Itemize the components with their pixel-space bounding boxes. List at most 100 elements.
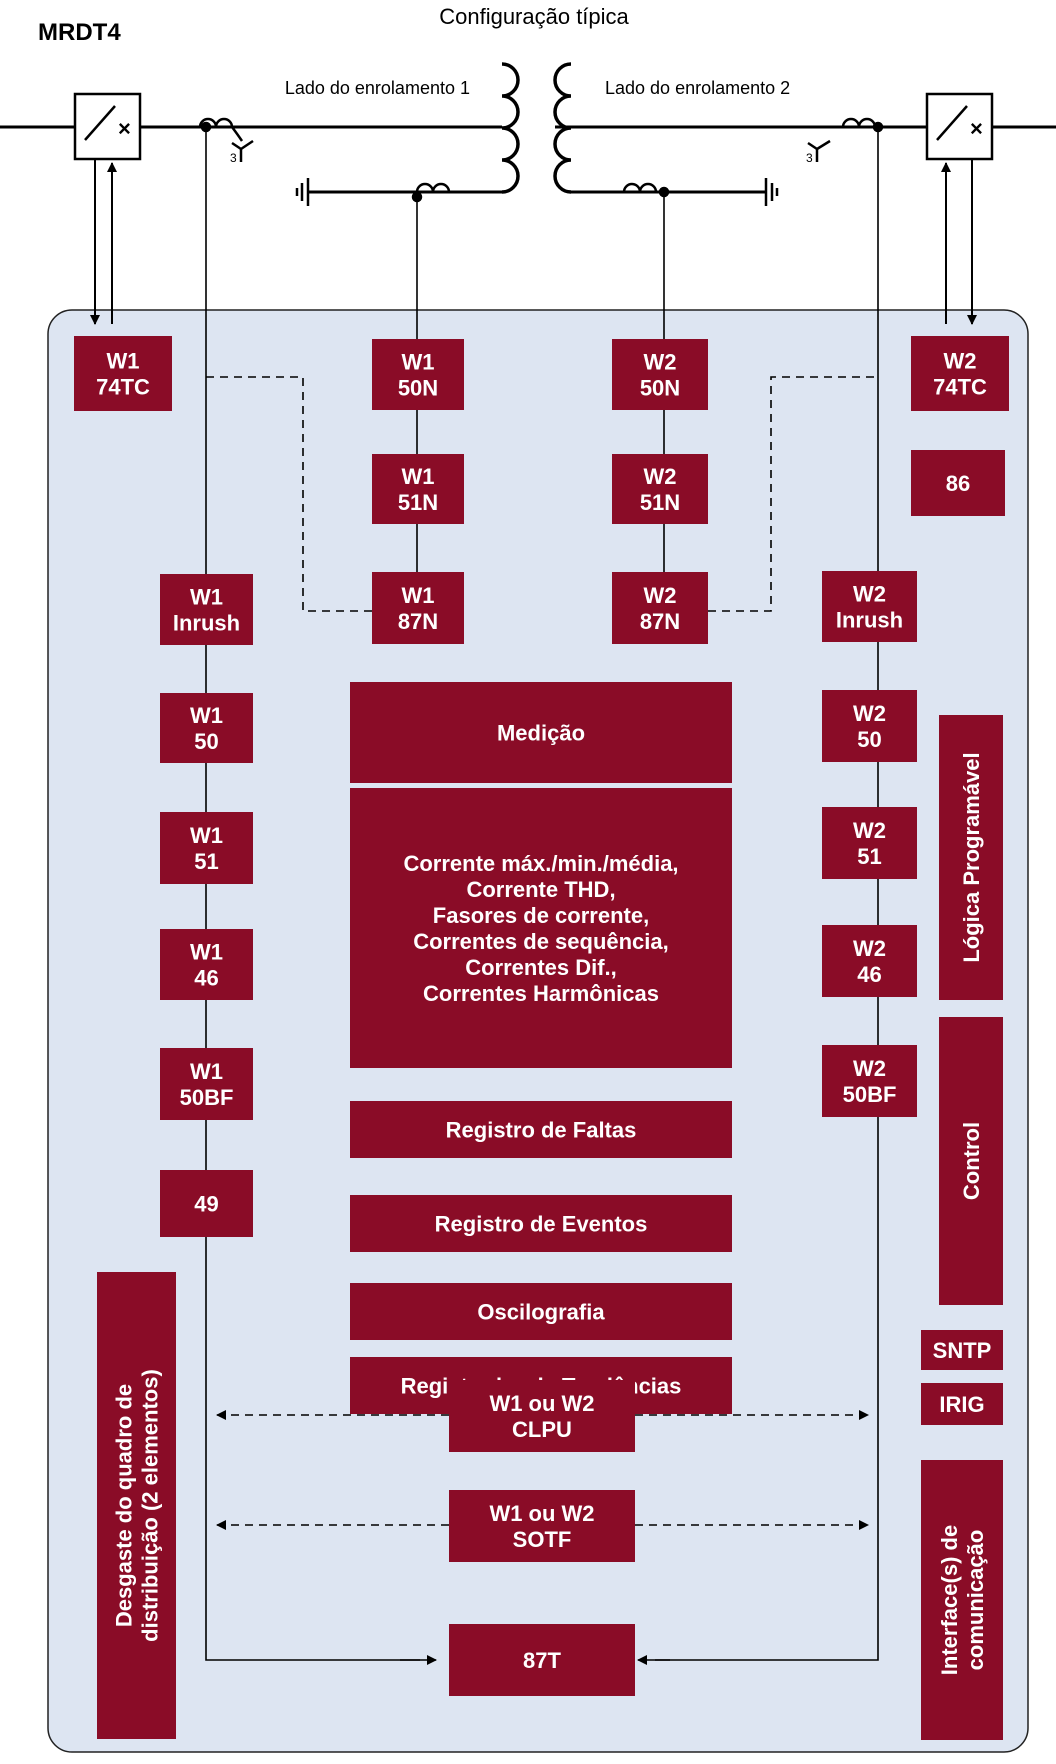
block-label: Inrush bbox=[836, 608, 903, 633]
block-label: 51N bbox=[398, 490, 438, 515]
phase-count-right: 3 bbox=[806, 151, 813, 165]
block-label: W2 bbox=[853, 936, 886, 961]
block-label: Desgaste do quadro de bbox=[112, 1384, 137, 1627]
block-box bbox=[449, 1490, 635, 1562]
block-box bbox=[74, 336, 172, 411]
block-box bbox=[160, 929, 253, 1000]
block-label: 50N bbox=[398, 376, 438, 401]
block-box bbox=[449, 1624, 635, 1696]
block-label: Oscilografia bbox=[477, 1300, 605, 1325]
block-label: comunicação bbox=[963, 1530, 988, 1671]
block-box bbox=[612, 572, 708, 644]
block-label: 86 bbox=[946, 471, 970, 496]
block-registro-faltas: Registro de Faltas bbox=[350, 1101, 732, 1158]
block-box bbox=[911, 450, 1005, 516]
block-box bbox=[160, 1170, 253, 1237]
block-box bbox=[350, 1283, 732, 1340]
block-label: W2 bbox=[853, 582, 886, 607]
block-box bbox=[612, 339, 708, 410]
block-label: Registro de Eventos bbox=[435, 1212, 648, 1237]
block-box bbox=[822, 1045, 917, 1117]
block-49: 49 bbox=[160, 1170, 253, 1237]
block-label: 87N bbox=[640, 609, 680, 634]
block-label: Inrush bbox=[173, 611, 240, 636]
block-label: CLPU bbox=[512, 1417, 572, 1442]
block-label: W2 bbox=[853, 818, 886, 843]
block-box bbox=[939, 1017, 1003, 1305]
block-label: W1 bbox=[190, 1059, 223, 1084]
ct-left-icon bbox=[198, 117, 254, 162]
block-label: 46 bbox=[194, 966, 218, 991]
block-box bbox=[350, 788, 732, 1068]
phase-count-left: 3 bbox=[230, 151, 237, 165]
block-box bbox=[160, 812, 253, 884]
block-label: W2 bbox=[644, 464, 677, 489]
svg-text:×: × bbox=[970, 116, 983, 141]
block-label: Registro de Faltas bbox=[446, 1118, 637, 1143]
block-box bbox=[160, 1048, 253, 1120]
block-registro-eventos: Registro de Eventos bbox=[350, 1195, 732, 1252]
block-sntp: SNTP bbox=[921, 1330, 1003, 1370]
transformer-icon bbox=[308, 62, 766, 194]
breaker-left-icon: × bbox=[73, 92, 142, 161]
block-box bbox=[97, 1272, 176, 1739]
svg-text:×: × bbox=[118, 116, 131, 141]
block-label: Control bbox=[959, 1122, 984, 1200]
block-label: 74TC bbox=[933, 375, 987, 400]
block-label: Medição bbox=[497, 721, 585, 746]
block-box bbox=[350, 1101, 732, 1158]
block-label: 50 bbox=[194, 729, 218, 754]
block-label: W2 bbox=[644, 350, 677, 375]
winding1-label: Lado do enrolamento 1 bbox=[285, 78, 470, 98]
block-label: W2 bbox=[853, 701, 886, 726]
block-measurements: Corrente máx./min./média,Corrente THD,Fa… bbox=[350, 788, 732, 1068]
page-subtitle: Configuração típica bbox=[439, 4, 629, 29]
block-label: 50BF bbox=[843, 1082, 897, 1107]
block-label: 50N bbox=[640, 376, 680, 401]
block-label: distribuição (2 elementos) bbox=[138, 1369, 163, 1642]
ct-right-icon bbox=[807, 117, 884, 162]
block-label: 87N bbox=[398, 609, 438, 634]
block-box bbox=[350, 682, 732, 783]
block-86: 86 bbox=[911, 450, 1005, 516]
block-label: Interface(s) de bbox=[937, 1525, 962, 1675]
block-label: W1 bbox=[190, 585, 223, 610]
block-label: 51 bbox=[857, 844, 881, 869]
ground-right-icon bbox=[764, 178, 779, 206]
block-label: Fasores de corrente, bbox=[433, 903, 649, 928]
block-box bbox=[449, 1380, 635, 1452]
block-box bbox=[160, 693, 253, 763]
block-medicao: Medição bbox=[350, 682, 732, 783]
block-label: 50 bbox=[857, 727, 881, 752]
ground-left-icon bbox=[295, 178, 310, 206]
block-label: Correntes Dif., bbox=[465, 955, 617, 980]
block-box bbox=[612, 454, 708, 524]
block-box bbox=[822, 925, 917, 997]
block-label: 74TC bbox=[96, 375, 150, 400]
block-label: W1 bbox=[190, 703, 223, 728]
block-label: SOTF bbox=[513, 1527, 572, 1552]
block-box bbox=[921, 1383, 1003, 1425]
block-box bbox=[822, 807, 917, 879]
dashed-links bbox=[206, 376, 878, 1530]
block-label: IRIG bbox=[939, 1392, 984, 1417]
breaker-signal-lines bbox=[90, 159, 977, 325]
